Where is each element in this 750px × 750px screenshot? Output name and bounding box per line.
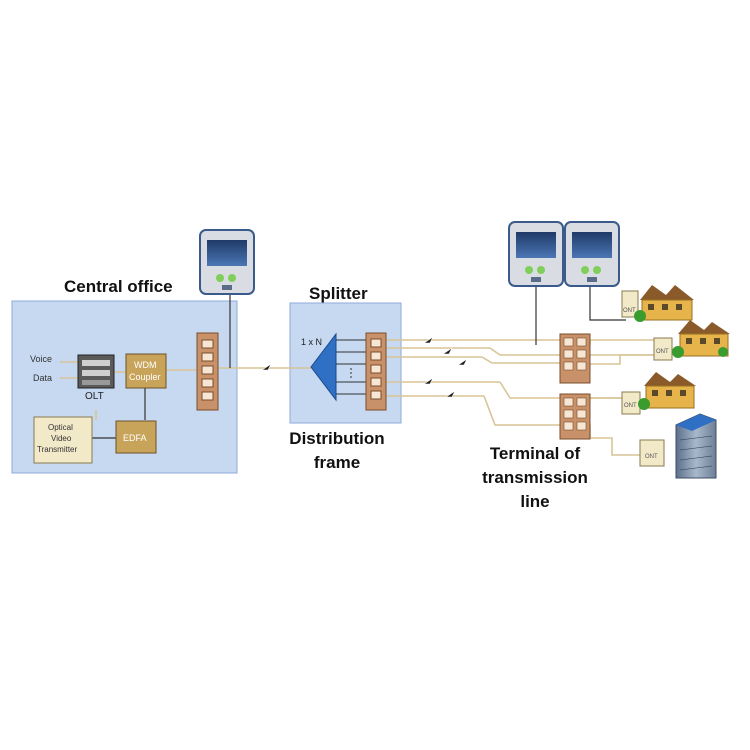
svg-text:OLT: OLT (85, 391, 104, 402)
otdr-device-1 (199, 229, 255, 295)
svg-text:Coupler: Coupler (129, 372, 161, 382)
svg-text:ONT: ONT (623, 308, 636, 314)
house-1 (634, 285, 694, 322)
svg-text:ONT: ONT (645, 454, 658, 460)
optical-video-transmitter: Optical Video Transmitter (33, 416, 93, 464)
ont-3: ONT (621, 391, 641, 415)
terminal-line-2: transmission (482, 468, 588, 487)
terminal-line-3: line (520, 492, 550, 511)
distribution-frame-label: Distribution frame (287, 427, 387, 475)
voice-label: Voice (30, 354, 52, 364)
svg-text:1 x N: 1 x N (301, 337, 322, 347)
house-2 (672, 320, 730, 358)
connector-lines (92, 282, 626, 439)
terminal-box-2 (559, 393, 591, 440)
office-building (675, 413, 717, 479)
distribution-frame-line-1: Distribution (289, 429, 385, 448)
connector-arrows (261, 336, 468, 398)
ont-1: ONT (621, 290, 639, 318)
svg-text:Transmitter: Transmitter (37, 445, 77, 454)
house-3 (638, 372, 696, 410)
central-office-label: Central office (64, 277, 173, 296)
svg-text:WDM: WDM (134, 360, 157, 370)
svg-text:ONT: ONT (656, 349, 669, 355)
distribution-frame-line-2: frame (313, 453, 361, 472)
wdm-coupler: WDM Coupler (125, 353, 167, 389)
ont-4: ONT (639, 439, 665, 467)
terminal-box-1 (559, 333, 591, 384)
svg-text:ONT: ONT (624, 403, 637, 409)
svg-text:Optical: Optical (48, 423, 73, 432)
edfa-block: EDFA (115, 420, 157, 454)
splitter-patch-panel (365, 332, 387, 411)
ont-2: ONT (653, 337, 673, 361)
splitter-triangle: 1 x N (301, 332, 337, 402)
svg-text:EDFA: EDFA (123, 433, 147, 443)
terminal-line-1: Terminal of (489, 444, 581, 463)
otdr-device-2 (508, 221, 564, 287)
olt-device: OLT (77, 354, 115, 402)
terminal-label: Terminal of transmission line (470, 442, 600, 514)
svg-text:Video: Video (51, 434, 72, 443)
otdr-device-3 (564, 221, 620, 287)
data-label: Data (33, 373, 52, 383)
co-patch-panel (196, 332, 219, 411)
splitter-label: Splitter (309, 284, 368, 303)
